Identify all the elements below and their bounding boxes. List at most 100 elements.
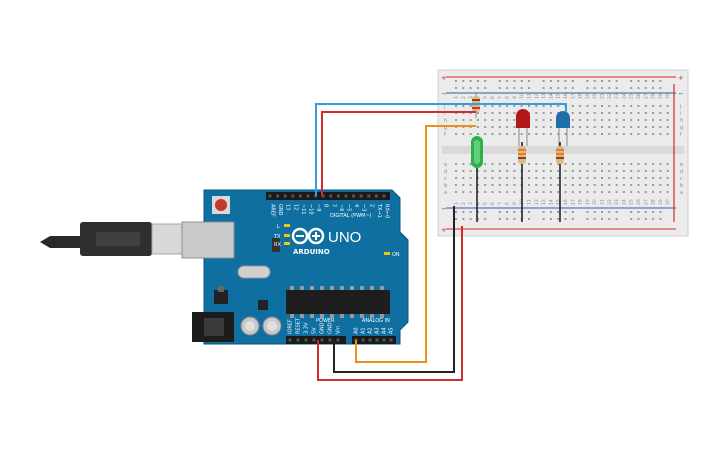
breadboard-hole[interactable] <box>622 184 625 186</box>
breadboard-hole[interactable] <box>666 191 669 193</box>
breadboard-hole[interactable] <box>571 133 574 135</box>
breadboard-hole[interactable] <box>659 105 662 107</box>
breadboard-hole[interactable] <box>615 133 618 135</box>
breadboard-hole[interactable] <box>506 126 509 128</box>
breadboard-hole[interactable] <box>506 191 509 193</box>
breadboard-hole[interactable] <box>484 170 487 172</box>
rail-hole[interactable] <box>498 211 501 213</box>
breadboard-hole[interactable] <box>542 133 545 135</box>
breadboard-hole[interactable] <box>593 126 596 128</box>
breadboard-hole[interactable] <box>644 119 647 121</box>
rail-hole[interactable] <box>593 80 596 82</box>
rail-hole[interactable] <box>608 211 611 213</box>
breadboard-hole[interactable] <box>506 133 509 135</box>
rail-hole[interactable] <box>601 80 603 82</box>
breadboard-hole[interactable] <box>513 119 516 121</box>
breadboard-hole[interactable] <box>630 191 633 193</box>
rail-hole[interactable] <box>455 80 457 82</box>
rail-hole[interactable] <box>557 80 560 82</box>
breadboard-hole[interactable] <box>571 163 574 165</box>
rail-hole[interactable] <box>469 80 472 82</box>
breadboard-hole[interactable] <box>579 126 582 128</box>
breadboard-hole[interactable] <box>579 170 582 172</box>
rail-hole[interactable] <box>659 80 662 82</box>
wire-red-bottom[interactable] <box>317 226 463 381</box>
digital-pin-hole[interactable] <box>306 194 310 198</box>
breadboard-hole[interactable] <box>528 105 530 107</box>
breadboard-hole[interactable] <box>630 119 633 121</box>
reset-button[interactable] <box>215 199 227 211</box>
breadboard-hole[interactable] <box>622 177 625 179</box>
breadboard-hole[interactable] <box>484 163 487 165</box>
breadboard-hole[interactable] <box>622 105 625 107</box>
breadboard-hole[interactable] <box>630 133 633 135</box>
breadboard-hole[interactable] <box>462 119 465 121</box>
breadboard-hole[interactable] <box>535 119 538 121</box>
breadboard-hole[interactable] <box>491 177 494 179</box>
breadboard-hole[interactable] <box>615 119 618 121</box>
breadboard-hole[interactable] <box>549 170 552 172</box>
breadboard-hole[interactable] <box>652 133 655 135</box>
rail-hole[interactable] <box>528 211 530 213</box>
blue-led[interactable] <box>556 111 570 146</box>
breadboard-hole[interactable] <box>586 112 589 114</box>
rail-hole[interactable] <box>557 87 560 89</box>
breadboard-hole[interactable] <box>476 126 479 128</box>
rail-hole[interactable] <box>476 218 479 220</box>
breadboard-hole[interactable] <box>666 119 669 121</box>
breadboard-hole[interactable] <box>579 163 582 165</box>
breadboard-hole[interactable] <box>601 133 603 135</box>
breadboard-hole[interactable] <box>601 170 603 172</box>
rail-hole[interactable] <box>462 87 465 89</box>
breadboard-hole[interactable] <box>455 170 457 172</box>
breadboard-hole[interactable] <box>579 177 582 179</box>
breadboard-hole[interactable] <box>528 191 530 193</box>
rail-hole[interactable] <box>630 211 633 213</box>
breadboard-hole[interactable] <box>469 105 472 107</box>
breadboard-hole[interactable] <box>593 105 596 107</box>
breadboard-hole[interactable] <box>644 184 647 186</box>
breadboard-hole[interactable] <box>506 105 509 107</box>
rail-hole[interactable] <box>659 218 662 220</box>
breadboard-hole[interactable] <box>579 191 582 193</box>
rail-hole[interactable] <box>476 80 479 82</box>
breadboard-hole[interactable] <box>549 184 552 186</box>
breadboard-hole[interactable] <box>659 119 662 121</box>
rail-hole[interactable] <box>476 211 479 213</box>
breadboard-hole[interactable] <box>571 177 574 179</box>
rail-hole[interactable] <box>659 211 662 213</box>
breadboard-hole[interactable] <box>476 170 479 172</box>
breadboard-hole[interactable] <box>601 163 603 165</box>
resistor-red-led[interactable] <box>518 142 526 222</box>
breadboard-hole[interactable] <box>455 177 457 179</box>
breadboard-hole[interactable] <box>506 184 509 186</box>
breadboard-hole[interactable] <box>615 105 618 107</box>
rail-hole[interactable] <box>652 218 655 220</box>
rail-hole[interactable] <box>455 87 457 89</box>
rail-hole[interactable] <box>542 80 545 82</box>
breadboard-hole[interactable] <box>659 126 662 128</box>
rail-hole[interactable] <box>528 80 530 82</box>
breadboard-hole[interactable] <box>608 133 611 135</box>
breadboard-hole[interactable] <box>462 191 465 193</box>
breadboard-hole[interactable] <box>593 133 596 135</box>
rail-hole[interactable] <box>549 80 552 82</box>
breadboard-hole[interactable] <box>637 105 640 107</box>
breadboard-hole[interactable] <box>498 177 501 179</box>
breadboard-hole[interactable] <box>644 170 647 172</box>
breadboard-hole[interactable] <box>608 177 611 179</box>
breadboard-hole[interactable] <box>455 184 457 186</box>
breadboard-hole[interactable] <box>469 177 472 179</box>
breadboard-hole[interactable] <box>593 191 596 193</box>
breadboard-hole[interactable] <box>666 112 669 114</box>
breadboard-hole[interactable] <box>498 126 501 128</box>
digital-pin-hole[interactable] <box>336 194 340 198</box>
breadboard-hole[interactable] <box>615 163 618 165</box>
breadboard-hole[interactable] <box>462 177 465 179</box>
green-sensor[interactable] <box>471 136 483 222</box>
breadboard-hole[interactable] <box>601 105 603 107</box>
breadboard-hole[interactable] <box>593 177 596 179</box>
breadboard-hole[interactable] <box>630 163 633 165</box>
breadboard-hole[interactable] <box>484 184 487 186</box>
